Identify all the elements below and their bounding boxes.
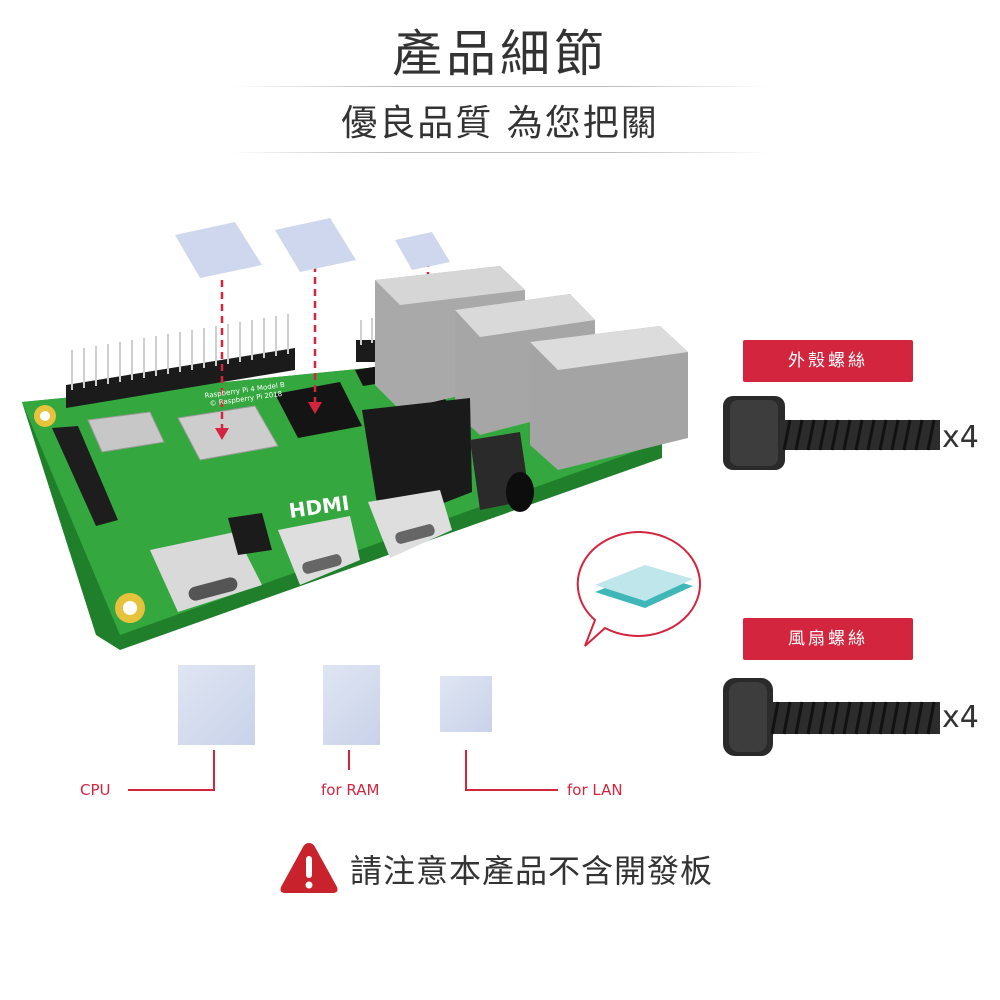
- usb-ports: [375, 266, 688, 470]
- pad-leader-lines: [128, 750, 558, 791]
- pad-label-cpu: CPU: [80, 781, 111, 799]
- ram-chip: [275, 382, 362, 438]
- cpu-chip: [177, 405, 279, 461]
- small-header: [356, 318, 378, 362]
- floating-pad-cpu: [175, 222, 262, 278]
- subtitle-divider: [230, 152, 770, 153]
- hdmi-port-2: [368, 490, 452, 558]
- small-ic: [228, 513, 272, 555]
- camera-connector: [52, 426, 118, 526]
- warning-icon: [280, 843, 338, 893]
- page-title: 產品細節: [392, 25, 608, 83]
- board-illustration: HDMI Raspberry Pi 4 Model B © Raspberry …: [22, 218, 688, 650]
- title-divider: [230, 86, 770, 87]
- display-connector: [362, 398, 472, 520]
- pad-label-lan: for LAN: [567, 781, 623, 799]
- wifi-module: [87, 411, 165, 453]
- hdmi-port-1: [278, 516, 360, 585]
- gpio-header: [66, 314, 295, 408]
- thermal-pad-lan: [440, 676, 492, 732]
- fan-screw-tag: 風扇螺絲: [743, 618, 913, 660]
- fan-screw-quantity: x4: [942, 700, 979, 735]
- audio-jack: [470, 432, 534, 512]
- pad-detail-bubble: [576, 530, 701, 647]
- case-screw-tag: 外殼螺絲: [743, 340, 913, 382]
- case-screw-quantity: x4: [942, 420, 979, 455]
- floating-pad-lan: [395, 232, 450, 270]
- page-subtitle: 優良品質 為您把關: [341, 103, 659, 144]
- thermal-pad-ram: [323, 665, 380, 745]
- case-screw-image: [723, 396, 940, 470]
- pad-label-ram: for RAM: [321, 781, 380, 799]
- fan-screw-image: [723, 678, 940, 756]
- floating-pad-ram: [275, 218, 356, 272]
- thermal-pad-cpu: [178, 665, 255, 745]
- notice-text: 請注意本產品不含開發板: [350, 852, 714, 890]
- usb-c-port: [150, 532, 262, 612]
